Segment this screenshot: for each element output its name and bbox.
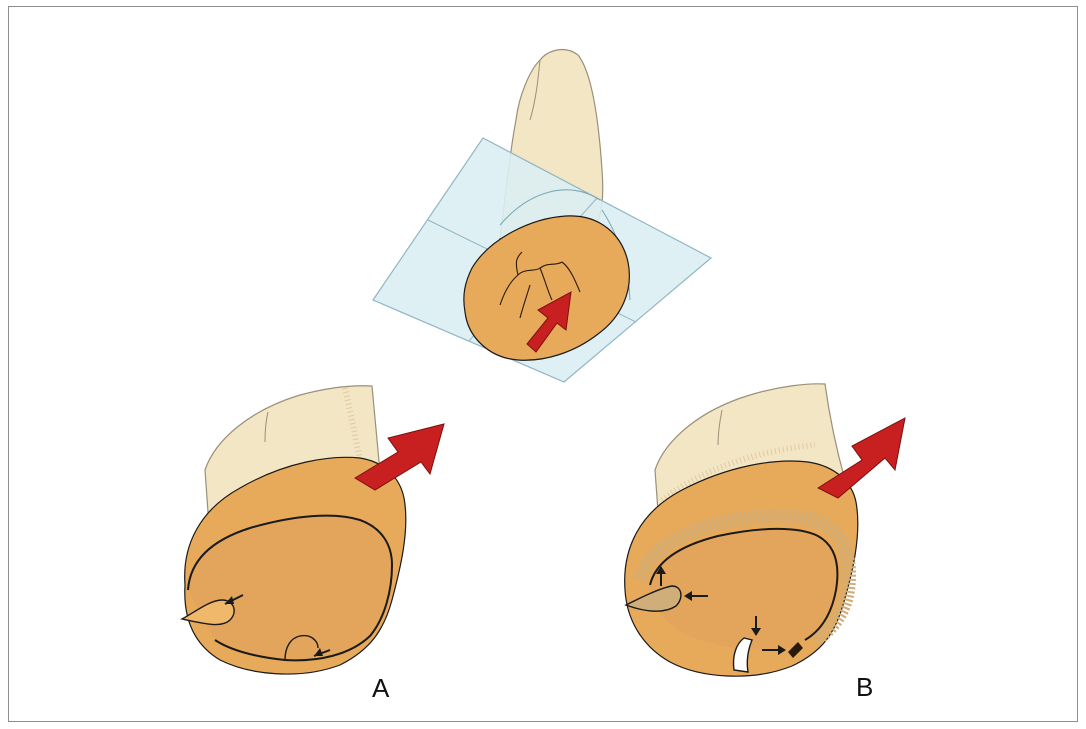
panel-label-b: B (856, 672, 873, 702)
panel-b: B (625, 384, 905, 702)
top-tooth-sectioned (373, 50, 711, 382)
panel-label-a: A (372, 673, 390, 703)
panel-a: A (182, 386, 444, 703)
